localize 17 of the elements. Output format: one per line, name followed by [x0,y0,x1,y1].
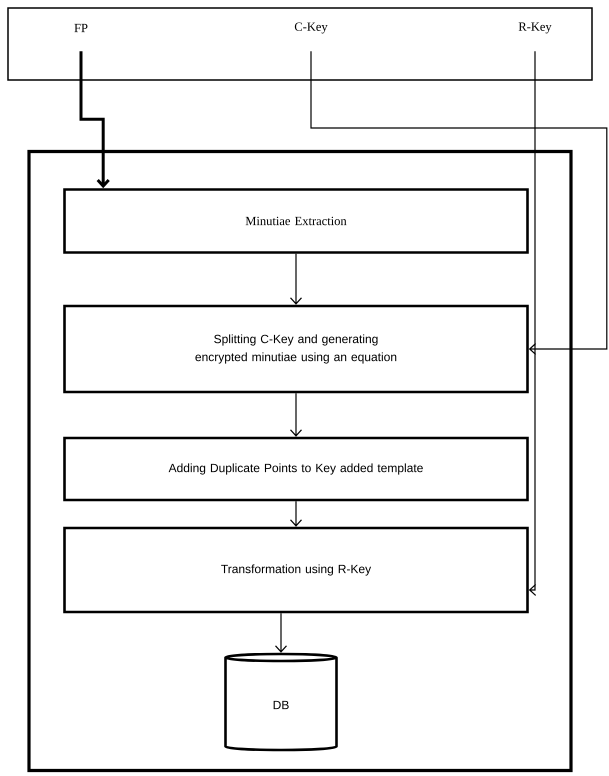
arrow [290,393,302,437]
arrow [528,51,536,596]
arrow [80,51,110,188]
process-box: Adding Duplicate Points to Key added template [63,436,529,502]
system-frame [27,150,573,772]
input-label: C-Key [294,22,328,34]
arrow [310,51,608,355]
arrow [275,613,287,653]
arrow [290,254,302,305]
process-box: Transformation using R-Key [63,526,529,614]
arrow [290,501,302,527]
process-box: Splitting C-Key and generating encrypted minutiae using an equation [63,304,529,394]
input-label: R-Key [518,22,552,34]
database-cylinder: DB [224,652,338,752]
process-box: Minutiae Extraction [63,188,529,254]
input-panel [7,7,593,81]
input-label: FP [74,24,88,32]
